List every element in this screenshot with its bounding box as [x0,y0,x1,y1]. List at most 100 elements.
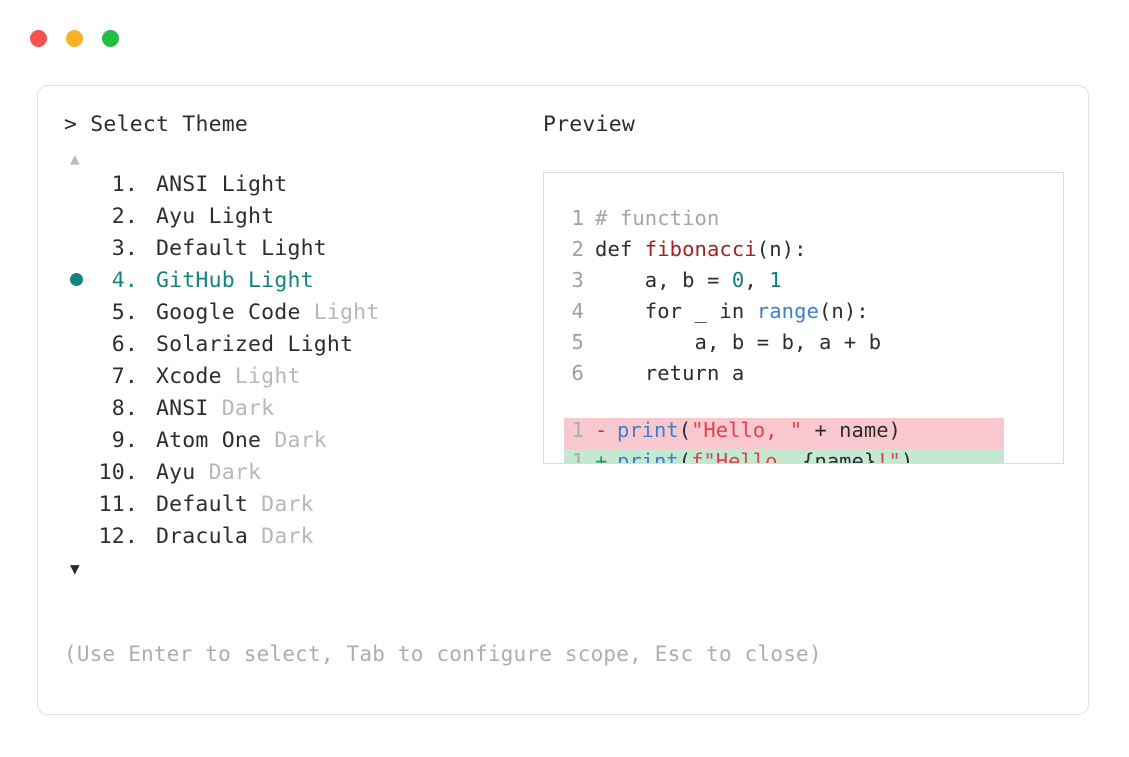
theme-item-index: 2. [111,204,138,229]
theme-list-item[interactable]: 11. Default Dark [64,492,534,524]
theme-item-index: 1. [111,172,138,197]
theme-item-variant: Light [221,172,288,197]
close-window-button[interactable] [30,30,47,47]
scroll-up-indicator[interactable]: ▲ [64,146,534,172]
theme-item-spacer [138,204,156,229]
code-line-number: 2 [571,237,584,261]
code-token: + name) [802,418,901,442]
theme-item-name: Atom One [156,428,262,453]
theme-item-spacer [138,236,156,261]
code-token: 0 [731,268,745,292]
code-line-text: a, b = 0, 1 [595,268,782,292]
code-token: a, b = b, a + b [595,330,882,354]
code-line-text: return a [595,361,744,385]
theme-item-variant: Dark [208,460,262,485]
theme-item-variant: Light [248,268,314,293]
maximize-window-button[interactable] [102,30,119,47]
theme-item-name: Default [156,236,249,261]
theme-item-name: Default [156,492,249,517]
code-token: range [756,299,819,323]
window-controls [30,30,119,47]
theme-list-item[interactable]: 1. ANSI Light [64,172,534,204]
code-line: 3 a, b = 0, 1 [544,268,1063,299]
theme-item-index: 3. [111,236,138,261]
keyboard-hint: (Use Enter to select, Tab to configure s… [64,642,822,666]
theme-list-item[interactable]: 5. Google Code Light [64,300,534,332]
diff-line-number: 1 [571,418,584,442]
code-token: return a [595,361,745,385]
theme-item-gap [274,332,287,357]
theme-item-name: Dracula [156,524,249,549]
diff-line-number: 1 [571,449,584,464]
theme-item-gap [209,172,222,197]
theme-item-variant: Dark [261,524,314,549]
theme-item-name: GitHub [156,268,235,293]
code-line-number: 6 [571,361,584,385]
scroll-down-indicator[interactable]: ▼ [64,556,534,582]
theme-item-variant: Light [208,204,275,229]
theme-item-spacer [138,396,156,421]
theme-item-spacer [138,268,156,293]
theme-list-item[interactable]: 12. Dracula Dark [64,524,534,556]
code-token: (n): [818,299,869,323]
theme-item-gap [301,300,314,325]
theme-item-gap [248,236,261,261]
theme-item-name: Ayu [156,460,196,485]
code-line-number: 4 [571,299,584,323]
code-line-text: def fibonacci(n): [595,237,807,261]
minimize-window-button[interactable] [66,30,83,47]
theme-item-index: 8. [111,396,138,421]
theme-list-item[interactable]: 9. Atom One Dark [64,428,534,460]
code-line: 2 def fibonacci(n): [544,237,1063,268]
theme-item-spacer [138,460,156,485]
diff-line-text: print(f"Hello, {name}!") [617,449,914,464]
theme-item-variant: Light [234,364,301,389]
code-token: (n): [756,237,807,261]
theme-list-item[interactable]: 3. Default Light [64,236,534,268]
theme-item-gap [195,460,208,485]
theme-item-variant: Light [313,300,380,325]
theme-item-spacer [138,172,156,197]
theme-list-item[interactable]: 6. Solarized Light [64,332,534,364]
code-line-text: for _ in range(n): [595,299,869,323]
theme-item-spacer [138,332,156,357]
code-token: !" [876,449,901,464]
theme-item-gap [235,268,248,293]
diff-line-text: print("Hello, " + name) [617,418,901,442]
code-token: print [617,449,679,464]
code-token: ) [900,449,914,464]
theme-item-spacer [138,428,156,453]
code-line-number: 3 [571,268,584,292]
theme-list-item[interactable]: 10. Ayu Dark [64,460,534,492]
triangle-down-icon: ▼ [70,559,80,578]
theme-list-item[interactable]: 4. GitHub Light [64,268,534,300]
code-line-number: 5 [571,330,584,354]
diff-plus-icon: + [595,449,608,464]
triangle-up-icon: ▲ [70,149,80,168]
theme-item-variant: Dark [221,396,275,421]
theme-item-gap [248,492,261,517]
theme-item-spacer [138,492,156,517]
code-token: print [617,418,679,442]
theme-item-name: ANSI [156,396,209,421]
theme-item-index: 7. [111,364,138,389]
theme-list-item[interactable]: 2. Ayu Light [64,204,534,236]
code-token: fibonacci [644,237,757,261]
theme-item-name: Ayu [156,204,196,229]
code-token: f"Hello, [691,449,803,464]
theme-list-item[interactable]: 7. Xcode Light [64,364,534,396]
code-line: 5 a, b = b, a + b [544,330,1063,361]
theme-item-index: 5. [111,300,138,325]
code-token: ( [678,418,692,442]
theme-list-item[interactable]: 8. ANSI Dark [64,396,534,428]
diff-removed-line: 1-print("Hello, " + name) [564,418,1004,449]
code-line: 1# function [544,206,1063,237]
code-line: 6 return a [544,361,1063,392]
theme-item-gap [195,204,208,229]
theme-item-index: 4. [111,268,138,293]
